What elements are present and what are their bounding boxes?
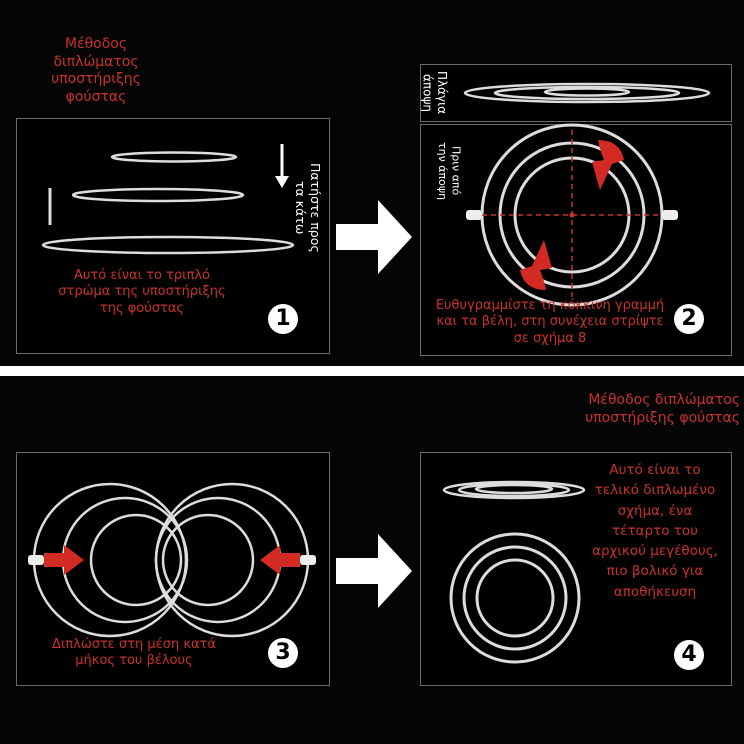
fold-arrow-left-icon <box>28 545 84 575</box>
section-divider <box>0 366 744 376</box>
step2-side-view-label: Πλάγια άποψη <box>420 71 449 115</box>
right-clip-icon <box>662 210 678 220</box>
fold-arrow-right-icon <box>260 545 316 575</box>
method-title-bottom: Μέθοδος διπλώματος υποστήριξης φούστας <box>585 392 740 426</box>
step2-side-ring-outer <box>463 82 711 104</box>
next-arrow-icon-1 <box>336 200 412 274</box>
step4-ring-outer <box>449 532 581 664</box>
step2-side-ring-middle <box>493 85 681 101</box>
step4-caption: Αυτό είναι το τελικό διπλωμένο σχήμα, έν… <box>592 462 718 600</box>
step3-number-badge: 3 <box>268 638 298 668</box>
step1-ring-small <box>110 151 238 163</box>
step4-flat-ring-outer <box>442 480 586 500</box>
step2-caption: Ευθυγραμμίστε τη κόκκινη γραμμή και τα β… <box>435 298 665 346</box>
step2-number-badge: 2 <box>674 304 704 334</box>
twist-arrow-top-icon <box>592 140 624 190</box>
next-arrow-icon-2 <box>336 534 412 608</box>
step1-ring-large <box>41 235 295 255</box>
method-title-top: Μέθοδος διπλώματος υποστήριξης φούστας <box>51 36 141 105</box>
step1-ring-medium <box>71 187 245 203</box>
step4-ring-inner <box>475 558 555 638</box>
step2-side-ring-inner <box>543 87 631 97</box>
step1-number-badge: 1 <box>268 304 298 334</box>
step1-press-label: Πατήστε προς τα κάτω <box>293 163 323 253</box>
step4-ring-middle <box>462 545 568 651</box>
twist-arrow-bottom-icon <box>520 240 552 290</box>
left-clip-icon <box>466 210 482 220</box>
step3-right-ring-inner <box>161 513 255 607</box>
step2-front-view-label: Πριν από την άποψη <box>436 141 463 201</box>
step3-caption: Διπλώστε στη μέση κατά μήκος του βέλους <box>52 637 216 669</box>
step4-number-badge: 4 <box>674 640 704 670</box>
step4-flat-ring-inner <box>474 483 554 495</box>
press-down-arrow-icon <box>275 144 289 188</box>
step1-caption: Αυτό είναι το τριπλό στρώμα της υποστήρι… <box>58 268 226 316</box>
step3-left-ring-inner <box>89 513 183 607</box>
